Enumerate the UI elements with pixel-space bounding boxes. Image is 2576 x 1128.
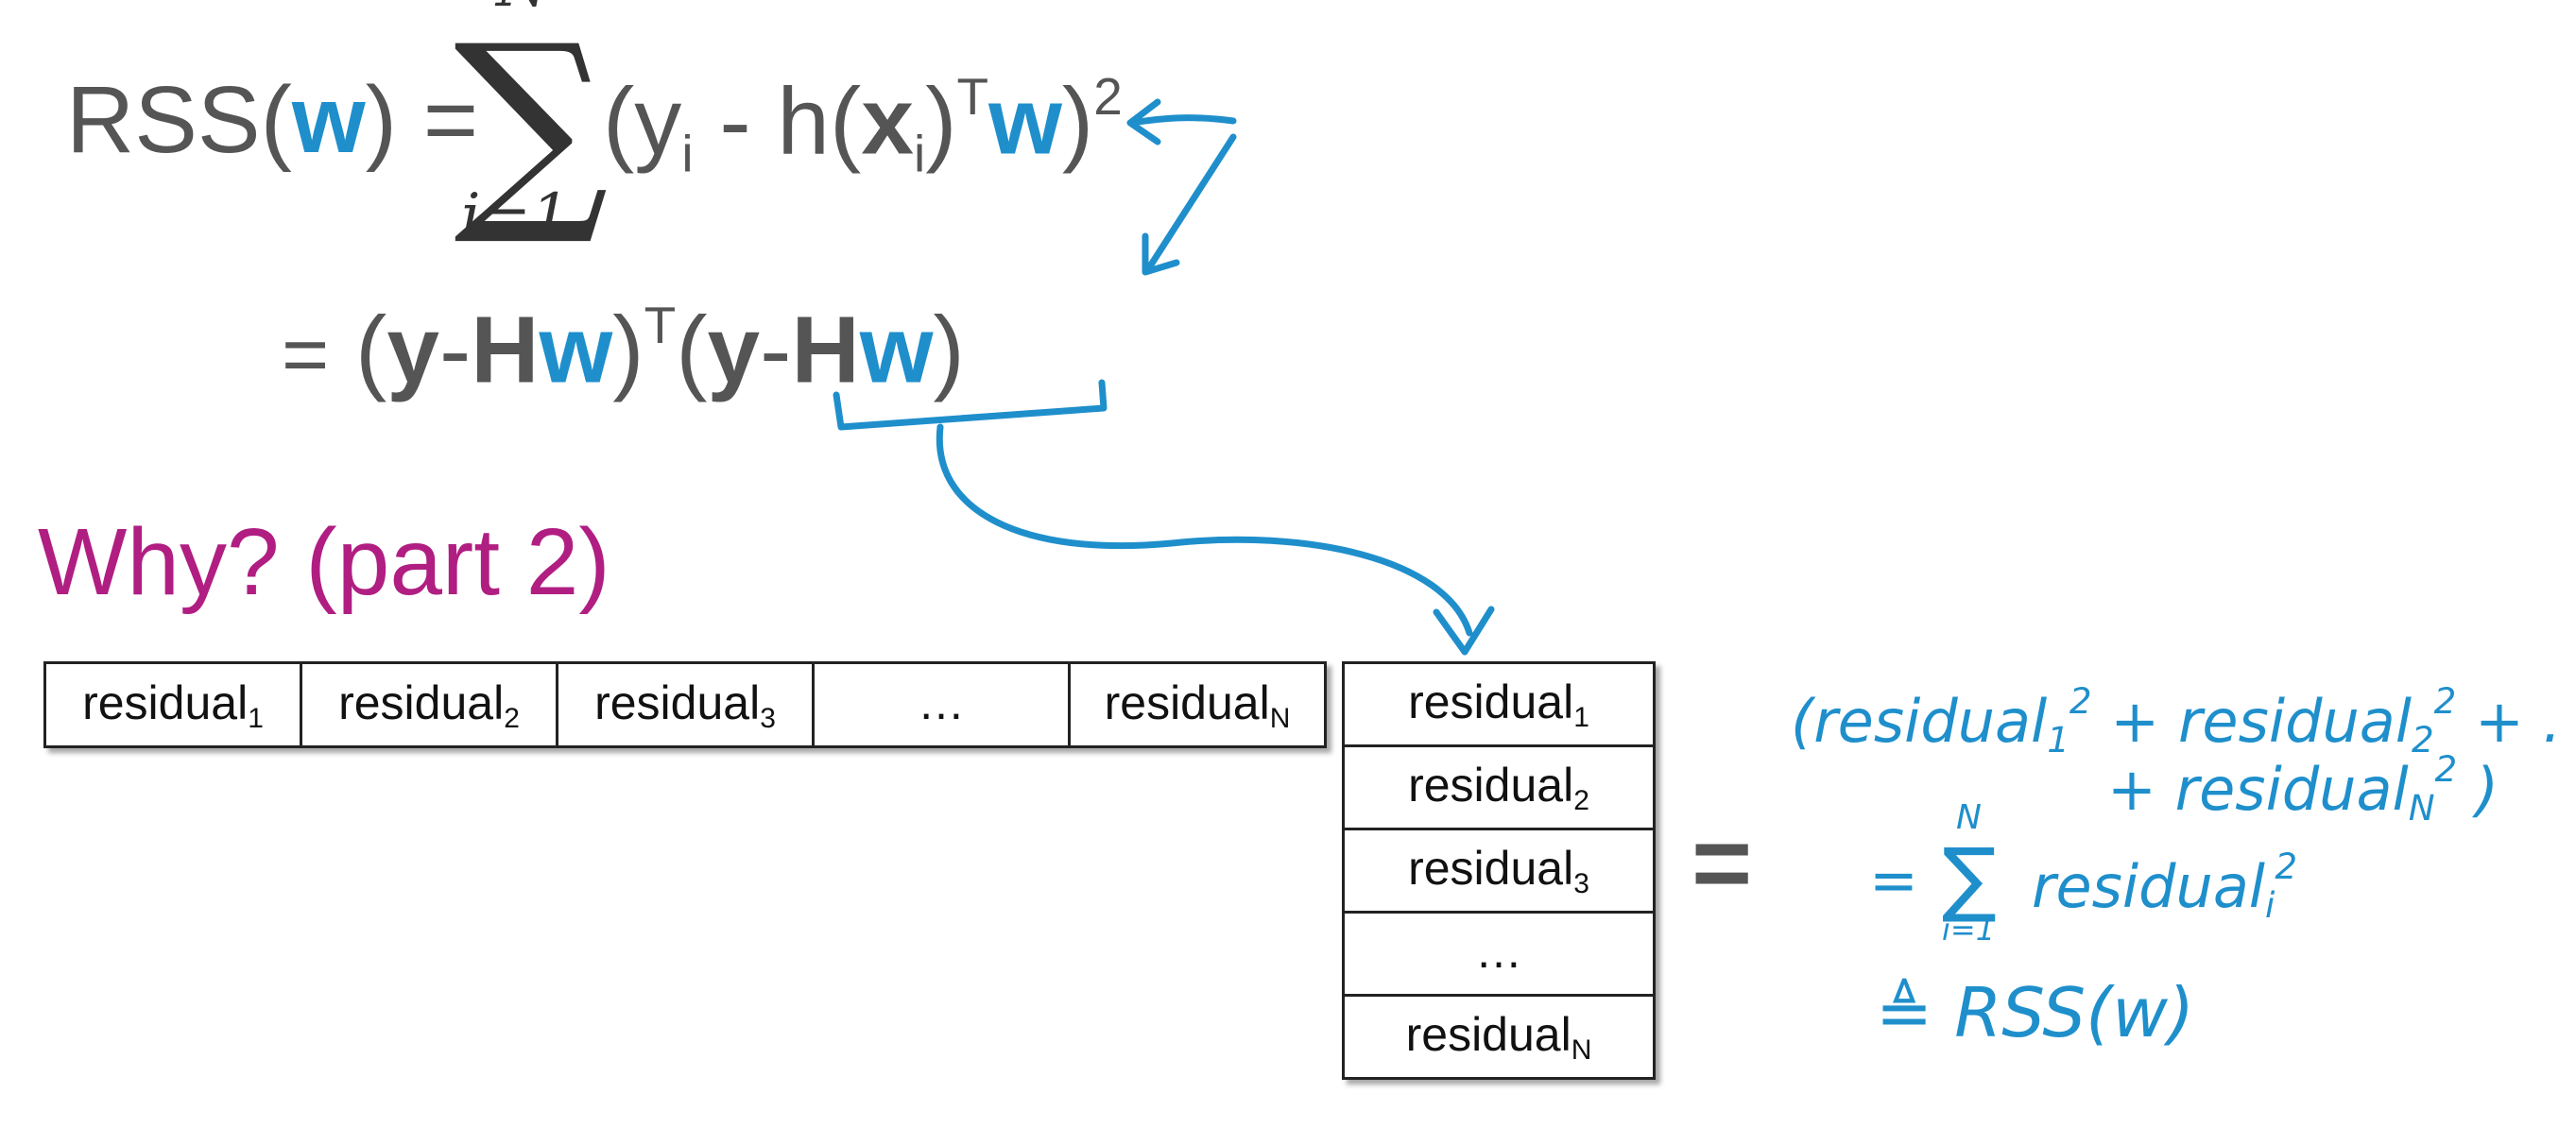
col-cell: residual3 [1342, 828, 1656, 914]
handwritten-sum-line1: (residual12 + residual22 + . . . [1791, 680, 2576, 761]
sum-lower-limit: i=1 [461, 181, 570, 251]
summand-x: x [861, 68, 914, 175]
handwritten-rss-def: ≜ RSS(w) [1876, 973, 2195, 1052]
arrow-down-to-matrix [1144, 133, 1237, 273]
brace-under-hw [833, 379, 1108, 431]
transpose-mark: T [644, 296, 677, 354]
handwritten-sigma: ∑ [1942, 831, 1997, 926]
section-title: Why? (part 2) [38, 509, 610, 615]
handwritten-sigma-upper: N [1956, 798, 1982, 837]
rss-lhs-close: ) = [365, 67, 479, 173]
summand-square: 2 [1093, 67, 1123, 126]
y-vector-1: y [386, 297, 439, 403]
handwritten-sum-line3: = [1869, 846, 1918, 914]
w-vector-2: w [859, 297, 934, 403]
matrix-form-equation: = (y-Hw)T(y-Hw) [282, 295, 965, 404]
arrow-head-1 [1126, 98, 1161, 145]
row-cell: residualN [1068, 661, 1327, 748]
col-cell: … [1342, 911, 1656, 997]
arrow-head-3 [1433, 606, 1495, 656]
handwritten-sigma-lower: i=1 [1942, 912, 1996, 948]
y-vector-2: y [707, 297, 761, 403]
sum-upper-limit: N [496, 0, 549, 21]
residual-column-vector: residual1 residual2 residual3 … residual… [1342, 661, 1656, 1080]
row-cell: residual3 [556, 661, 815, 748]
paren-close-1: ) [612, 297, 644, 403]
equals-sign: = [1692, 805, 1753, 921]
row-cell: residual1 [43, 661, 302, 748]
weight-symbol: w [291, 67, 366, 173]
w-vector-1: w [539, 297, 613, 403]
paren-open-1: ( [355, 297, 387, 403]
arrow-head-2 [1142, 232, 1180, 276]
paren-close-2: ) [933, 297, 965, 403]
summand-minus-h: - h( [719, 68, 862, 175]
rss-lhs: RSS( [66, 67, 292, 173]
summand-weight: w [988, 68, 1062, 175]
row-cell: residual2 [300, 661, 558, 748]
col-cell: residual1 [1342, 661, 1656, 747]
summand-close: ) [925, 68, 957, 175]
arrow-to-equation-1 [1128, 114, 1237, 127]
matrix-eq-sign: = [282, 309, 330, 401]
sum-symbol: ∑ [454, 0, 610, 251]
handwritten-sum-line2: + residualN2 ) [2107, 748, 2499, 829]
minus-1: - [438, 297, 472, 403]
paren-open-2: ( [676, 297, 708, 403]
rss-summand: (yi - h(xi)Tw)2 [603, 66, 1123, 184]
row-cell: … [812, 661, 1071, 748]
summand-transpose: T [956, 67, 989, 126]
H-matrix-2: H [791, 297, 860, 403]
residual-row-vector: residual1 residual2 residual3 … residual… [43, 661, 1327, 748]
rss-equation: RSS(w) = [66, 66, 478, 175]
col-cell: residualN [1342, 994, 1656, 1080]
col-cell: residual2 [1342, 744, 1656, 830]
summand-y: (y [603, 68, 682, 175]
summand-x-index: i [913, 124, 926, 183]
minus-2: - [760, 297, 792, 403]
brace-to-column-vector [936, 423, 1473, 637]
H-matrix-1: H [471, 297, 540, 403]
handwritten-sum-term: residuali2 [2032, 846, 2298, 926]
summand-close-sq: ) [1061, 68, 1094, 175]
summand-y-index: i [681, 124, 694, 183]
